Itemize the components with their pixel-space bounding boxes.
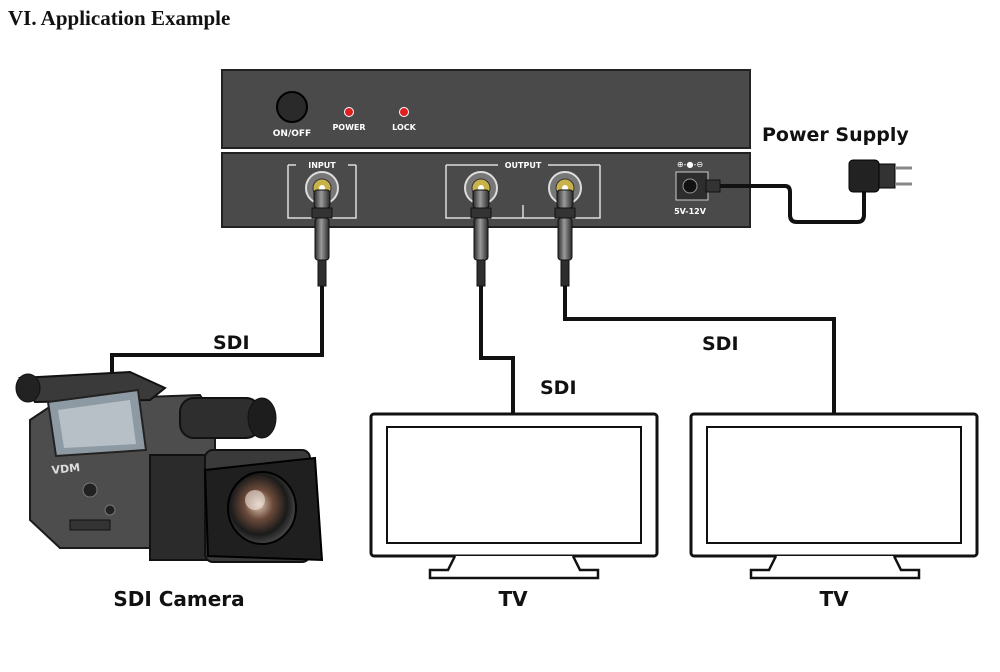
on-off-label: ON/OFF [273,129,311,139]
bnc-plug-input [311,189,333,287]
camera-brand-label: VDM [51,461,81,477]
tv-1 [369,412,659,580]
power-supply-label: Power Supply [762,124,909,146]
on-off-button[interactable] [276,91,308,123]
sdi-label-tv1: SDI [540,377,577,399]
sdi-label-tv2: SDI [702,333,739,355]
sdi-camera-icon [15,370,324,563]
lock-led-icon [399,107,409,117]
device-front-panel: ON/OFF POWER LOCK [221,69,751,149]
power-led-label: POWER [332,123,365,132]
tv-2 [689,412,979,580]
power-cable [705,179,866,224]
tv-1-label: TV [498,587,528,611]
sdi-cable-tv1 [479,286,515,414]
output-label: OUTPUT [505,161,542,170]
dc-voltage-label: 5V-12V [674,207,707,216]
bnc-plug-output-2 [554,189,576,287]
section-title: VI. Application Example [8,6,231,30]
camera-label: SDI Camera [113,587,244,611]
input-label: INPUT [308,161,336,170]
sdi-cable-tv2 [563,286,836,414]
power-adapter-icon [848,159,912,193]
sdi-label-camera: SDI [213,332,250,354]
dc-polarity-icon: ⊕‑●‑⊖ [677,160,703,169]
lock-led-label: LOCK [392,123,416,132]
tv-2-label: TV [819,587,849,611]
bnc-plug-output-1 [470,189,492,287]
power-led-icon [344,107,354,117]
